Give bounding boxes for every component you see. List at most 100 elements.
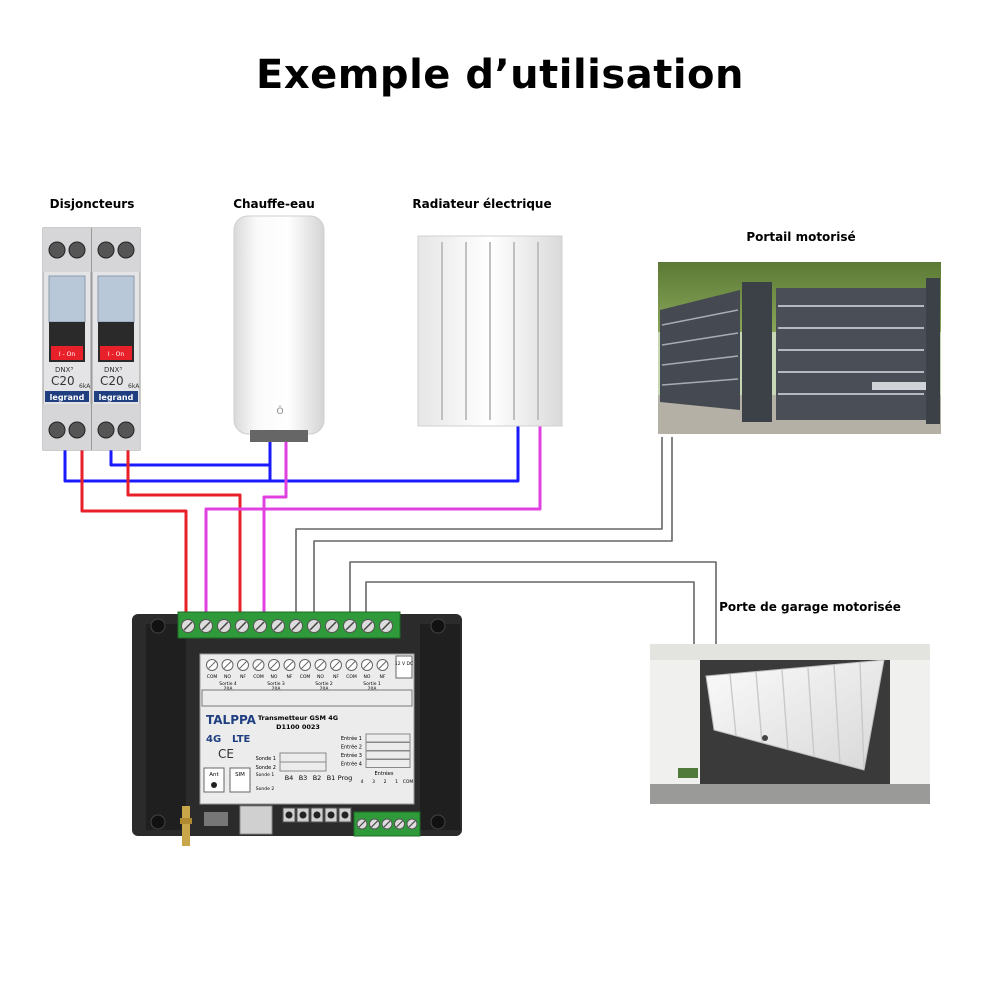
wire-signal-garage-a xyxy=(349,561,717,644)
output-amp: 20A xyxy=(368,686,378,692)
breaker-screw-icon xyxy=(48,241,66,259)
contact-label: NO xyxy=(364,674,371,680)
terminal-screw-icon xyxy=(307,619,321,633)
terminal-screw-icon xyxy=(369,818,380,830)
button-label: B4 xyxy=(285,774,294,782)
contact-label: COM xyxy=(346,674,357,680)
contact-label: COM xyxy=(253,674,264,680)
output-name: Sortie 2 xyxy=(315,681,333,687)
breaker-model: DNX³ xyxy=(55,366,73,374)
sensor-label: Sonde 1 xyxy=(256,756,276,762)
wire-signal-group xyxy=(295,437,717,644)
breaker-brand: legrand xyxy=(99,393,134,402)
input-number: 3 xyxy=(372,779,375,785)
output-amp: 20A xyxy=(320,686,330,692)
wire-switched-radiator xyxy=(204,420,542,612)
terminal-screw-icon xyxy=(361,619,375,633)
radiator-fins xyxy=(441,242,539,420)
contact-label: NO xyxy=(317,674,324,680)
push-button[interactable] xyxy=(282,807,296,823)
contact-label: NF xyxy=(333,674,339,680)
terminal-screw-icon xyxy=(394,818,405,830)
mount-screw-icon xyxy=(150,814,166,830)
breaker-2: I - On DNX³ C20 6kA legrand xyxy=(91,227,141,451)
terminal-screw-icon xyxy=(406,818,418,830)
breaker-screw-icon xyxy=(68,241,86,259)
terminal-screw-icon xyxy=(379,619,393,633)
page-title: Exemple d’utilisation xyxy=(256,52,744,98)
wire-signal-garage-b xyxy=(365,581,695,644)
contact-screw-icon xyxy=(252,659,265,671)
breaker-rating: C20 xyxy=(51,374,75,388)
breaker-screw-icon xyxy=(48,421,66,439)
sim-label: SIM xyxy=(235,772,245,778)
label-garage: Porte de garage motorisée xyxy=(719,600,901,614)
garage-handle-icon xyxy=(762,735,768,741)
input-number: 1 xyxy=(395,779,398,785)
sensor-field-box xyxy=(279,761,327,772)
contact-label: COM xyxy=(300,674,311,680)
breaker-screw-icon xyxy=(97,421,115,439)
contact-label: NO xyxy=(224,674,231,680)
terminal-screw-icon xyxy=(356,818,368,830)
breaker-current: 6kA xyxy=(128,383,140,390)
mount-screw-icon xyxy=(430,814,446,830)
sensor-label: Sonde 2 xyxy=(256,765,276,771)
terminal-screw-icon xyxy=(235,619,249,633)
wire-group xyxy=(63,420,717,644)
input-label: Entrée 1 xyxy=(341,735,362,742)
water-heater-logo: Ô xyxy=(276,405,283,417)
push-button[interactable] xyxy=(310,807,324,823)
sensor-port-label-2: Sonde 2 xyxy=(256,786,275,792)
contact-screw-icon xyxy=(376,659,389,671)
breaker-screw-icon xyxy=(68,421,86,439)
wire-switched-heater xyxy=(262,440,288,612)
contact-label: COM xyxy=(207,674,218,680)
contact-label: NF xyxy=(287,674,293,680)
contact-screw-icon xyxy=(330,659,342,671)
antenna-port-icon xyxy=(211,782,217,788)
button-label: Prog xyxy=(338,774,352,782)
label-radiator: Radiateur électrique xyxy=(412,197,551,211)
terminal-screws-bottom xyxy=(356,818,418,830)
button-label: B1 xyxy=(327,774,336,782)
antenna-icon xyxy=(180,806,192,846)
input-number: 2 xyxy=(384,779,387,785)
input-label: Entrée 3 xyxy=(341,752,362,759)
label-breakers: Disjoncteurs xyxy=(50,197,135,211)
contact-screw-icon xyxy=(314,659,327,671)
contact-screw-icon xyxy=(221,659,234,671)
breaker-1: I - On DNX³ C20 6kA legrand xyxy=(42,227,92,451)
wire-phase-breaker1 xyxy=(80,446,188,612)
output-name: Sortie 1 xyxy=(363,681,381,687)
gate-photo xyxy=(658,262,941,434)
terminal-screw-icon xyxy=(253,619,267,633)
contact-screw-icon xyxy=(283,659,296,671)
push-button[interactable] xyxy=(324,807,338,823)
breaker-screw-icon xyxy=(117,241,135,259)
button-label: B3 xyxy=(299,774,308,782)
breaker-on-label: I - On xyxy=(59,351,75,358)
sim-slot xyxy=(239,805,273,835)
input-label: Entrée 2 xyxy=(341,744,362,751)
terminal-screw-icon xyxy=(217,619,231,633)
output-amp: 20A xyxy=(272,686,282,692)
terminal-screw-icon xyxy=(199,619,213,633)
wire-signal-gate-b xyxy=(313,437,673,612)
push-button[interactable] xyxy=(296,807,310,823)
input-number: 4 xyxy=(361,779,364,785)
label-gate: Portail motorisé xyxy=(746,230,855,244)
input-field-box xyxy=(365,759,411,768)
breaker-model: DNX³ xyxy=(104,366,122,374)
usb-port xyxy=(204,812,228,826)
breaker-screw-icon xyxy=(97,241,115,259)
wire-neutral-radiator xyxy=(270,420,520,483)
terminal-screw-icon xyxy=(289,619,303,633)
label-water-heater: Chauffe-eau xyxy=(233,197,315,211)
breaker-on-label: I - On xyxy=(108,351,124,358)
push-button[interactable] xyxy=(338,807,352,823)
